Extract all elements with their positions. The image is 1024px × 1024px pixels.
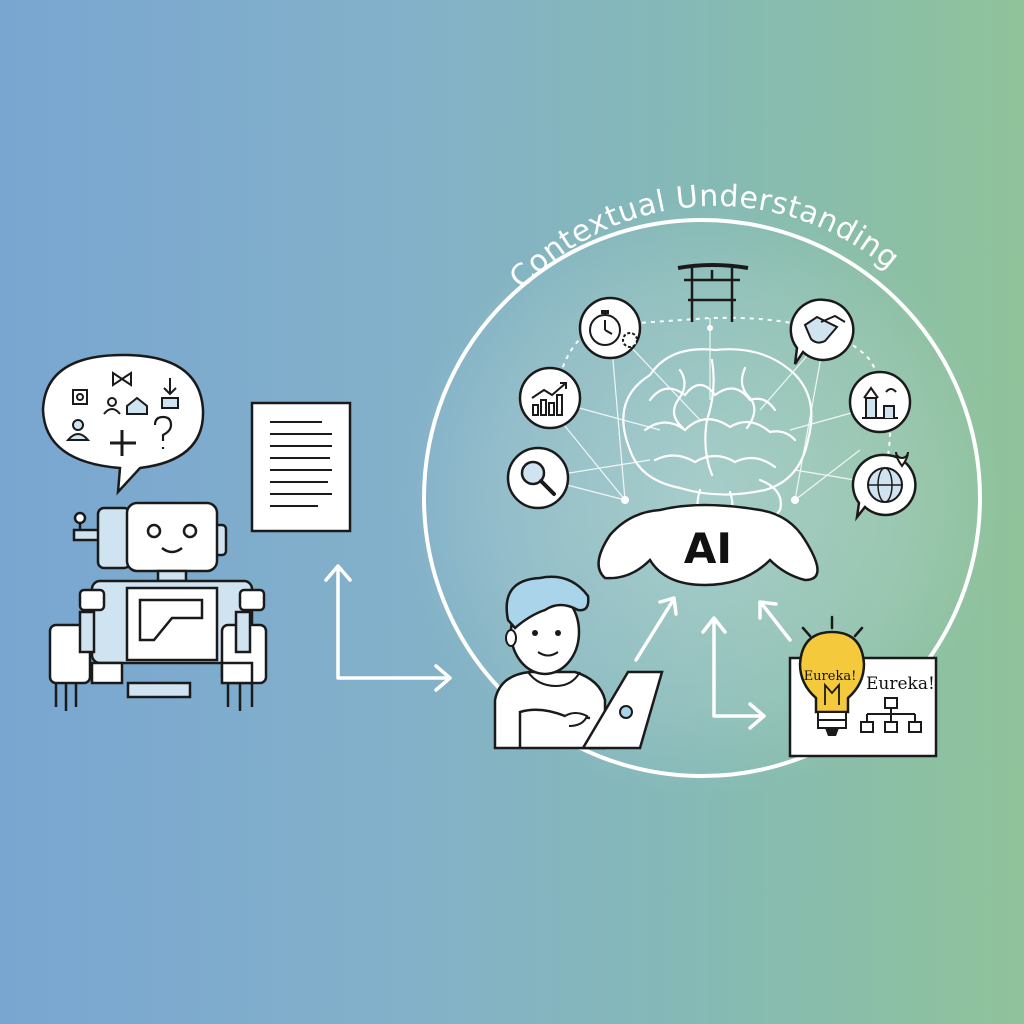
idea-card: Eureka! Eureka! — [788, 615, 938, 758]
magnifier-icon — [506, 446, 570, 510]
arrow-document-to-person — [336, 566, 450, 680]
network-nodes — [621, 325, 799, 504]
card-label: Eureka! — [866, 674, 935, 694]
robot-icon — [48, 501, 268, 711]
lightbulb-icon — [798, 615, 866, 736]
org-chart-icon — [860, 697, 922, 733]
arrow-person-to-ai — [634, 600, 674, 662]
flow-arrows — [324, 564, 792, 730]
context-ring — [422, 218, 982, 778]
ai-core: AI — [597, 503, 819, 587]
landmark-icon — [848, 370, 912, 434]
bulb-label: Eureka! — [804, 669, 857, 684]
arrow-ai-to-idea — [712, 618, 764, 718]
torii-gate-icon — [677, 263, 749, 322]
growth-chart-icon — [518, 366, 582, 430]
speech-bubble-icon — [41, 353, 205, 496]
handshake-icon — [789, 298, 855, 365]
globe-pin-icon — [851, 451, 917, 522]
person-laptop-icon — [493, 575, 664, 750]
arrow-idea-to-ai — [760, 602, 792, 642]
ai-label: AI — [684, 524, 732, 573]
document-icon — [250, 401, 352, 533]
stopwatch-gear-icon — [578, 296, 642, 360]
